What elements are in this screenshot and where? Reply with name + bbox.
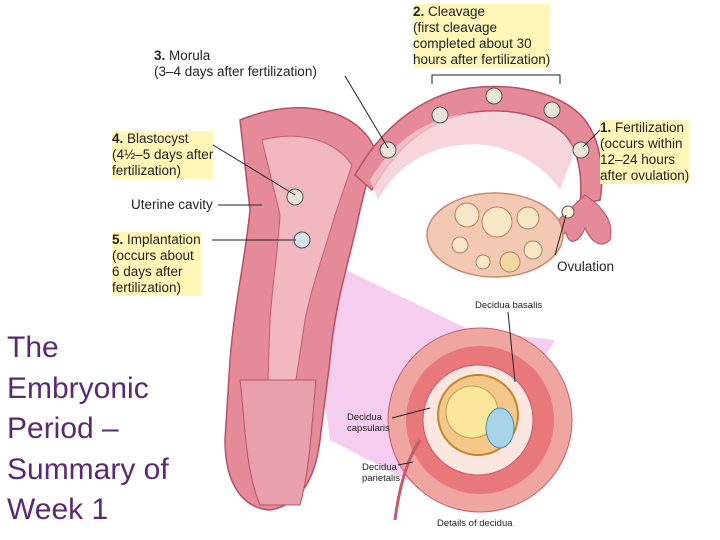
zygote-stage (572, 141, 590, 159)
uterine-cavity-label: Uterine cavity (131, 197, 213, 212)
decidua-parietalis-label: Decidua parietalis (362, 462, 401, 484)
slide-title: The Embryonic Period – Summary of Week 1 (7, 331, 169, 526)
decidua-parietalis-wall (393, 439, 422, 521)
cleavage-stage (543, 101, 561, 119)
decidua-basalis-label: Decidua basalis (475, 300, 543, 311)
implanting-blastocyst (293, 231, 311, 249)
fertilization-label: 1. Fertilization (occurs within 12–24 ho… (600, 120, 690, 184)
cleavage-stage (431, 106, 449, 124)
blastocyst-label: 4. Blastocyst (4½–5 days after fertiliza… (112, 131, 214, 179)
cleavage-bracket (431, 74, 561, 84)
ovulation-leader (554, 214, 567, 256)
fertilization-leader (582, 129, 601, 148)
implantation-label: 5. Implantation (occurs about 6 days aft… (112, 232, 201, 296)
ovarian-follicle (451, 236, 469, 254)
ovarian-follicle (481, 206, 513, 238)
details-caption: Details of decidua (437, 518, 513, 529)
tube-interior (370, 112, 575, 200)
blastocyst-leader (204, 139, 296, 196)
cervix (239, 379, 317, 506)
ovarian-follicle (475, 254, 491, 270)
decidua-basalis-leader (507, 311, 516, 383)
cleavage-stage (485, 87, 503, 105)
morula-stage (379, 141, 397, 159)
decidua-parietalis-leader (397, 461, 414, 466)
embryonic-disc-detail (485, 407, 515, 449)
corpus-luteum (499, 251, 521, 273)
morula-leader (344, 75, 389, 149)
decidua-capsularis-label: Decidua capsularis (347, 412, 390, 434)
ovulation-label: Ovulation (557, 259, 615, 274)
ovarian-follicle (454, 202, 480, 228)
ovarian-follicle (523, 240, 543, 260)
uterine-tube (354, 85, 603, 206)
ovarian-follicle (516, 206, 540, 230)
fertilized-egg (561, 205, 575, 219)
morula-label: 3. Morula (3–4 days after fertilization) (154, 48, 317, 79)
cleavage-label: 2. Cleavage (first cleavage completed ab… (413, 4, 551, 68)
decidua-capsularis-leader (391, 407, 431, 419)
